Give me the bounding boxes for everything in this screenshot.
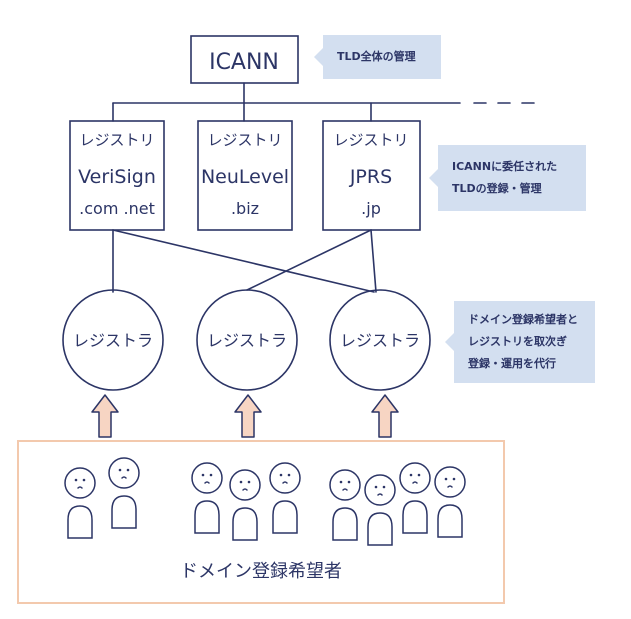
registrar-circle-3 — [329, 289, 431, 391]
person-icon — [64, 467, 96, 539]
note-icann-text: TLD全体の管理 — [337, 50, 416, 63]
note-icann: TLD全体の管理 — [323, 35, 441, 79]
registrar-label: レジストラ — [207, 331, 287, 350]
registry-role-label: レジストリ — [333, 131, 408, 149]
person-icon — [399, 462, 431, 534]
up-arrow-icon — [234, 394, 262, 438]
registry-tlds-jprs: .jp — [361, 199, 381, 218]
registry-name-neulevel: NeuLevel — [201, 166, 289, 188]
registry-tlds-verisign: .com .net — [79, 199, 155, 218]
registry-role-label: レジストリ — [207, 131, 282, 149]
registrar-circle-1 — [62, 289, 164, 391]
applicant-people-group-2 — [191, 462, 301, 541]
registrar-label: レジストラ — [73, 331, 153, 350]
person-icon — [434, 466, 466, 538]
connector-jprs-r2 — [246, 229, 372, 291]
person-icon — [108, 457, 140, 529]
note-registrar-line: レジストリを取次ぎ — [468, 335, 567, 348]
registry-box-verisign — [69, 120, 165, 231]
note-registrar-line: ドメイン登録希望者と — [468, 313, 578, 326]
registry-box-neulevel — [197, 120, 293, 231]
note-registry-line: ICANNに委任された — [452, 160, 558, 173]
registry-tlds-neulevel: .biz — [231, 199, 259, 218]
up-arrow-icon — [371, 394, 399, 438]
note-registry-line: TLDの登録・管理 — [452, 182, 542, 195]
person-icon — [364, 474, 396, 546]
note-registrar: ドメイン登録希望者と レジストリを取次ぎ 登録・運用を代行 — [454, 301, 595, 383]
registrar-label: レジストラ — [340, 331, 420, 350]
connector-verisign-r3 — [112, 229, 375, 293]
registry-name-jprs: JPRS — [349, 166, 392, 188]
registry-role-label: レジストリ — [79, 131, 154, 149]
registry-name-verisign: VeriSign — [78, 166, 156, 188]
applicants-label: ドメイン登録希望者 — [180, 561, 342, 582]
applicant-group-frame — [17, 440, 505, 604]
note-registrar-line: 登録・運用を代行 — [468, 357, 556, 370]
registrar-circle-2 — [196, 289, 298, 391]
person-icon — [329, 469, 361, 541]
person-icon — [191, 462, 223, 534]
note-registry: ICANNに委任された TLDの登録・管理 — [438, 145, 586, 211]
up-arrow-icon — [91, 394, 119, 438]
person-icon — [229, 469, 261, 541]
applicant-people-group-1 — [64, 457, 140, 539]
connector-jprs-r3 — [370, 229, 377, 293]
applicant-people-group-3 — [329, 462, 466, 546]
person-icon — [269, 462, 301, 534]
icann-label: ICANN — [209, 50, 279, 75]
